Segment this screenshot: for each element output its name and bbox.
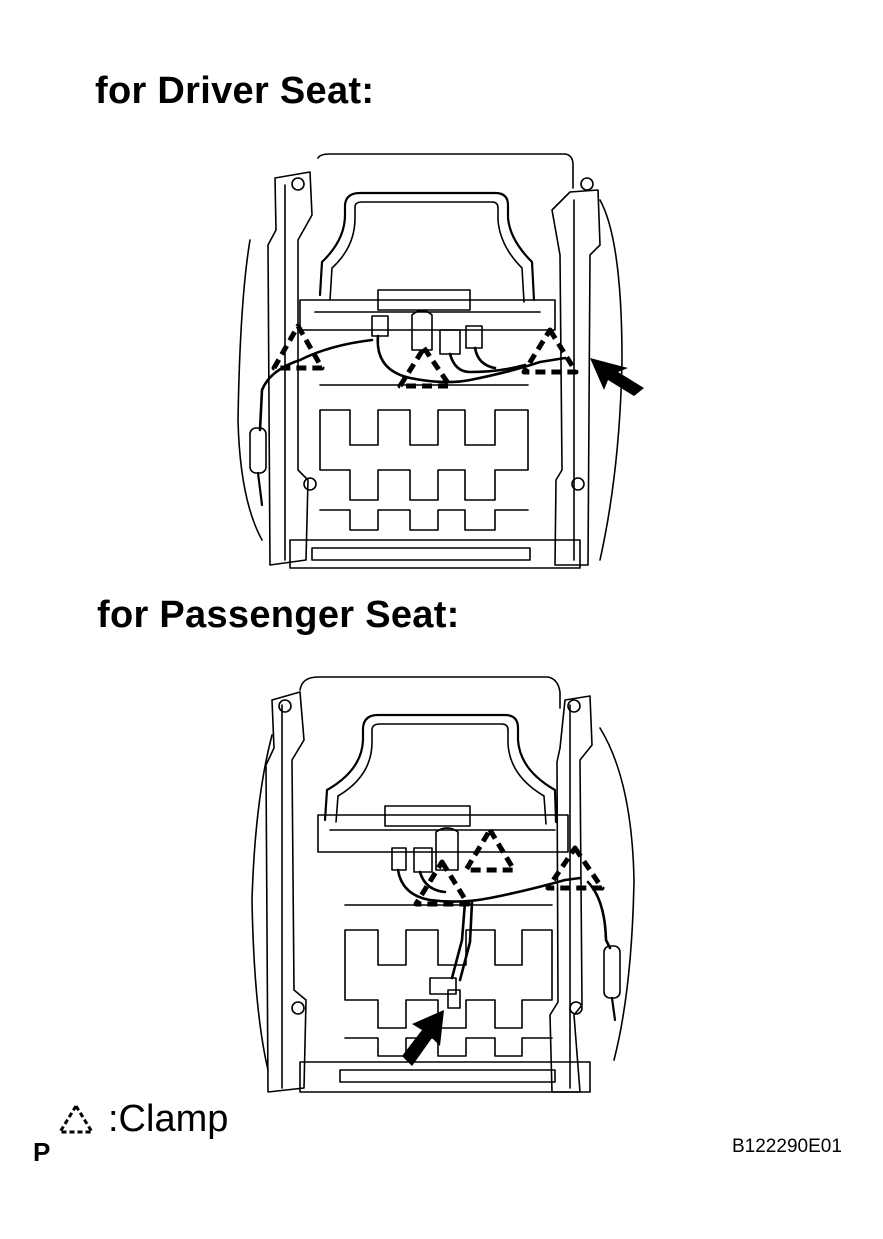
- bolt-top-right: [580, 177, 594, 191]
- bottom-rail: [289, 539, 581, 569]
- wire-harness-left: [258, 338, 374, 432]
- left-side-frame-2: [265, 691, 307, 1093]
- pointer-arrow-passenger-icon: [402, 1010, 444, 1066]
- seat-back-top-outline: [317, 153, 574, 189]
- clamp-driver-left-icon: [271, 323, 325, 371]
- center-bracket-2: [435, 827, 459, 871]
- side-connector-2: [603, 945, 621, 999]
- wire-harness-down: [450, 900, 467, 980]
- seat-right-cushion-outline-2: [599, 727, 635, 1061]
- bolt-top-left: [291, 177, 305, 191]
- pointer-arrow-driver-icon: [590, 358, 644, 396]
- spring-mesh-upper-2: [344, 929, 553, 1029]
- bolt-bottom-left-2: [291, 1001, 305, 1015]
- driver-seat-diagram: [237, 153, 644, 569]
- clamp-passenger-center-icon: [413, 859, 471, 907]
- seat-back-top-outline-2: [299, 676, 561, 709]
- legend-label: :Clamp: [108, 1098, 229, 1140]
- bottom-rail-2: [299, 1061, 591, 1093]
- connector-2-2: [413, 847, 433, 873]
- passenger-seat-heading: for Passenger Seat:: [97, 594, 460, 636]
- spring-mesh-upper: [319, 409, 529, 501]
- driver-seat-heading: for Driver Seat:: [95, 70, 375, 112]
- clamp-passenger-top-icon: [463, 827, 517, 873]
- bolt-bottom-right: [571, 477, 585, 491]
- bolt-bottom-right-2: [569, 1001, 583, 1015]
- clamp-driver-center-icon: [397, 345, 453, 389]
- connector-1-2: [391, 847, 407, 871]
- headrest-frame-loop-2: [323, 713, 558, 824]
- seat-left-cushion-outline: [237, 239, 263, 541]
- headrest-frame-loop: [318, 191, 536, 302]
- sensor-connector: [429, 977, 457, 995]
- side-connector: [249, 427, 267, 474]
- left-side-frame: [267, 171, 313, 566]
- connector-1: [371, 315, 389, 337]
- corner-mark: P: [33, 1137, 51, 1167]
- upper-cross-beam: [299, 299, 556, 331]
- wire-harness-main: [376, 334, 567, 384]
- dashed-triangle-clamp-icon: [58, 1103, 95, 1134]
- connector-2: [439, 329, 461, 355]
- right-side-frame-2: [549, 695, 593, 1093]
- seat-left-cushion-outline-2: [251, 734, 273, 1071]
- bolt-top-left-2: [278, 699, 292, 713]
- wire-harness-main-2: [396, 868, 582, 903]
- seat-right-cushion-outline: [599, 199, 623, 561]
- bolt-top-right-2: [567, 699, 581, 713]
- right-side-frame: [551, 189, 601, 566]
- bolt-bottom-left: [303, 477, 317, 491]
- clamp-passenger-right-icon: [545, 845, 605, 891]
- upper-cross-beam-2: [317, 814, 569, 853]
- figure-code: B122290E01: [732, 1136, 842, 1157]
- spring-mesh-lower-2: [344, 1037, 553, 1057]
- wire-harness-right: [586, 880, 612, 950]
- spring-mesh-lower: [319, 509, 529, 531]
- clamp-driver-right-icon: [521, 327, 579, 375]
- center-bracket: [411, 309, 433, 351]
